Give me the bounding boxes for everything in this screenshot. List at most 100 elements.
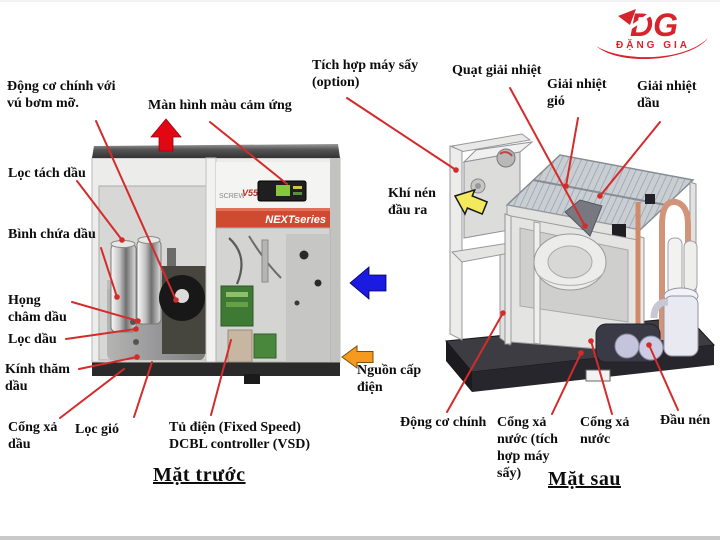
logo-company: ĐẶNG GIA — [616, 38, 690, 51]
tank-fitting — [133, 339, 139, 345]
main-mullion — [533, 221, 541, 345]
label-oil-filler: Họng châm dầu — [8, 293, 67, 326]
copper-pipe — [659, 198, 691, 340]
power-inlet-arrow-left — [341, 345, 374, 369]
connector-water-drain-dryer — [551, 352, 582, 415]
label-oil-separator: Lọc tách dầu — [8, 166, 86, 181]
air-end-disc — [614, 333, 640, 359]
cable — [228, 237, 243, 285]
label-oil-drain: Cổng xả dầu — [8, 420, 58, 453]
rear-view-caption: Mặt sau — [548, 468, 621, 490]
main-front-post — [504, 213, 512, 345]
connector-rear-motor — [446, 312, 504, 413]
label-oil-filter: Lọc dầu — [8, 332, 57, 347]
label-touch-screen: Màn hình màu cảm ứng — [148, 98, 292, 113]
model-text: V55 — [242, 188, 259, 198]
bottom-border — [0, 536, 720, 540]
connector-dryer — [346, 97, 457, 171]
frame-left-post — [449, 145, 463, 341]
label-rear-motor: Động cơ chính — [400, 415, 487, 430]
connector-cabinet — [210, 339, 232, 416]
label-sight-glass: Kính thăm dầu — [5, 362, 70, 395]
screen-pointer-arrow-up — [150, 118, 182, 152]
connector-motor-grease — [95, 120, 177, 301]
nameplate — [585, 369, 611, 382]
display-led — [293, 192, 302, 195]
top-border — [0, 0, 720, 2]
cooler-divider — [532, 179, 667, 206]
filter-cylinder — [683, 240, 698, 292]
connector-cooling-fan — [509, 87, 586, 227]
next-series-banner — [216, 208, 330, 228]
logo-monogram: DG — [630, 7, 678, 43]
label-water-drain-dryer: Cổng xả nước (tích hợp máy sấy) — [497, 415, 558, 482]
front-machine-illustration: SCREW V55 NEXTseries — [91, 144, 341, 384]
label-cabinet: Tủ điện (Fixed Speed) DCBL controller (V… — [169, 420, 311, 453]
label-oil-tank: Bình chứa dầu — [8, 227, 96, 242]
connector-oil-filler — [71, 301, 139, 322]
logo-art: DG ĐẶNG GIA — [596, 7, 708, 60]
label-water-drain: Cổng xả nước — [580, 415, 630, 448]
label-air-cooler: Giải nhiệt gió — [547, 77, 607, 110]
connector-air-cooler — [565, 117, 579, 187]
connector-water-drain — [590, 340, 613, 415]
connector-air-end — [648, 344, 679, 411]
label-air-outlet: Khí nén đầu ra — [388, 186, 436, 219]
rear-machine-illustration — [445, 133, 716, 392]
label-oil-cooler: Giải nhiệt dầu — [637, 79, 697, 112]
display-led — [293, 186, 302, 189]
dang-gia-logo: DG ĐẶNG GIA — [592, 4, 714, 62]
oil-separator-cylinder — [136, 239, 162, 325]
pipe — [261, 239, 269, 283]
logo-swoosh — [596, 38, 708, 60]
connector-oil-cooler — [599, 121, 661, 197]
connector-oil-separator — [76, 180, 123, 241]
air-intake-arrow-left — [349, 266, 387, 300]
air-outlet-arrow — [453, 188, 489, 216]
connector-endpoints — [114, 167, 652, 360]
terminal-box — [227, 329, 253, 363]
separator-tank — [663, 295, 699, 357]
label-cooling-fan: Quạt giải nhiệt — [452, 63, 542, 78]
circuit-trace — [226, 302, 248, 307]
front-view-caption: Mặt trước — [153, 464, 246, 486]
label-air-filter: Lọc gió — [75, 422, 119, 437]
label-motor-grease: Động cơ chính với vú bơm mỡ. — [7, 79, 116, 112]
front-cabinet-side — [330, 158, 340, 362]
elbow-pipe — [650, 298, 669, 319]
connector-oil-drain — [59, 368, 125, 419]
front-mullion — [205, 157, 217, 363]
label-air-end: Đầu nén — [660, 413, 711, 428]
fan-drum-inner — [547, 245, 593, 279]
circuit-board — [253, 333, 277, 359]
connector-air-filter — [133, 361, 153, 418]
label-power-supply: Nguồn cấp điện — [357, 363, 422, 396]
flow-arrows — [150, 118, 489, 369]
air-outlet-arrow-shape — [453, 188, 489, 216]
pulley-belt — [499, 151, 513, 157]
panel-knob — [299, 250, 309, 260]
panel-knob — [314, 279, 322, 287]
logo-arrow-head — [618, 9, 636, 25]
panel-knob — [294, 300, 300, 306]
pipe-stub — [167, 248, 176, 266]
series-text: NEXTseries — [265, 214, 326, 226]
connector-lines — [59, 87, 679, 419]
filter-cylinder — [667, 237, 683, 295]
brand-text: SCREW — [219, 193, 245, 200]
banner-highlight — [216, 208, 330, 211]
front-base-foot — [244, 374, 260, 384]
logo-slash — [629, 11, 653, 30]
connector-sight-glass — [78, 356, 138, 370]
air-outlet-port-inner — [475, 183, 481, 189]
connector-oil-filter — [65, 328, 137, 340]
connector-oil-tank — [100, 247, 118, 298]
label-dryer: Tích hợp máy sấy (option) — [312, 58, 419, 91]
circuit-trace — [226, 292, 248, 297]
front-cabinet-top — [92, 144, 340, 158]
fan-duct — [564, 199, 603, 237]
fan-band — [535, 271, 605, 286]
front-base — [92, 360, 340, 376]
